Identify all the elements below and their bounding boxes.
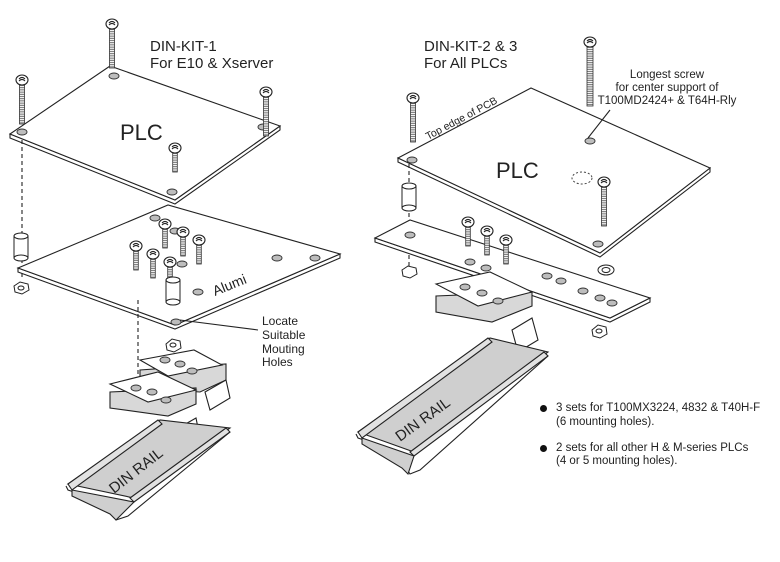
left-kit: PLC Alumi: [8, 18, 342, 521]
right-din-rail: DIN RAIL: [355, 337, 550, 476]
washer-icon: [597, 264, 615, 276]
standoff-icon: [165, 276, 181, 306]
note-line: 3 sets for T100MX3224, 4832 & T40H-F: [556, 402, 761, 414]
screw-icon: [406, 92, 420, 143]
right-kit-title-line1: DIN-KIT-2 & 3: [424, 38, 518, 55]
left-aluminum-plate: Alumi: [16, 204, 342, 330]
left-plc-board: PLC: [8, 65, 282, 205]
right-kit-title-line2: For All PLCs: [424, 55, 508, 73]
notes-list: 3 sets for T100MX3224, 4832 & T40H-F (6 …: [538, 402, 760, 481]
note-item: 3 sets for T100MX3224, 4832 & T40H-F (6 …: [538, 402, 760, 430]
nut-icon: [165, 338, 182, 353]
callout-line-1: Longest screw: [629, 69, 705, 81]
left-kit-title-line1: DIN-KIT-1: [150, 38, 217, 55]
nut-icon: [13, 281, 30, 295]
locate-line-1: Locate: [262, 314, 299, 328]
right-kit-title: DIN-KIT-2 & 3 For All PLCs: [424, 38, 517, 73]
callout-line-3: T100MD2424+ & T64H-Rly: [597, 95, 737, 108]
right-aluminum-strip: [373, 219, 652, 323]
standoff-icon: [13, 232, 29, 262]
long-screw-icon: [583, 36, 597, 107]
left-kit-title: DIN-KIT-1 For E10 & Xserver: [150, 38, 273, 73]
callout-line: [179, 319, 259, 331]
callout-line: [587, 109, 611, 139]
standoff-icon: [401, 182, 417, 212]
screw-icon: [105, 18, 119, 69]
left-din-rail: DIN RAIL: [65, 419, 232, 521]
locate-line-3: Mouting: [262, 341, 305, 356]
note-item: 2 sets for all other H & M-series PLCs (…: [538, 442, 760, 470]
nut-icon: [591, 324, 608, 339]
note-line: (6 mounting holes).: [556, 415, 655, 428]
right-din-clip: [434, 271, 539, 353]
left-kit-title-line2: For E10 & Xserver: [150, 55, 274, 73]
longest-screw-callout: Longest screw for center support of T100…: [592, 69, 742, 109]
right-plc-label: PLC: [496, 158, 539, 183]
bullet-icon: [540, 405, 547, 412]
nut-icon: [401, 265, 418, 279]
callout-line-2: for center support of: [615, 82, 719, 95]
bullet-icon: [540, 444, 547, 452]
screw-icon: [15, 74, 29, 125]
locate-line-2: Suitable: [262, 327, 306, 342]
left-plc-label: PLC: [120, 120, 163, 145]
note-line: (4 or 5 mounting holes).: [556, 455, 678, 468]
note-line: 2 sets for all other H & M-series PLCs: [556, 441, 749, 454]
locate-holes-callout: Locate Suitable Mouting Holes: [262, 314, 306, 370]
locate-line-4: Holes: [262, 355, 293, 370]
